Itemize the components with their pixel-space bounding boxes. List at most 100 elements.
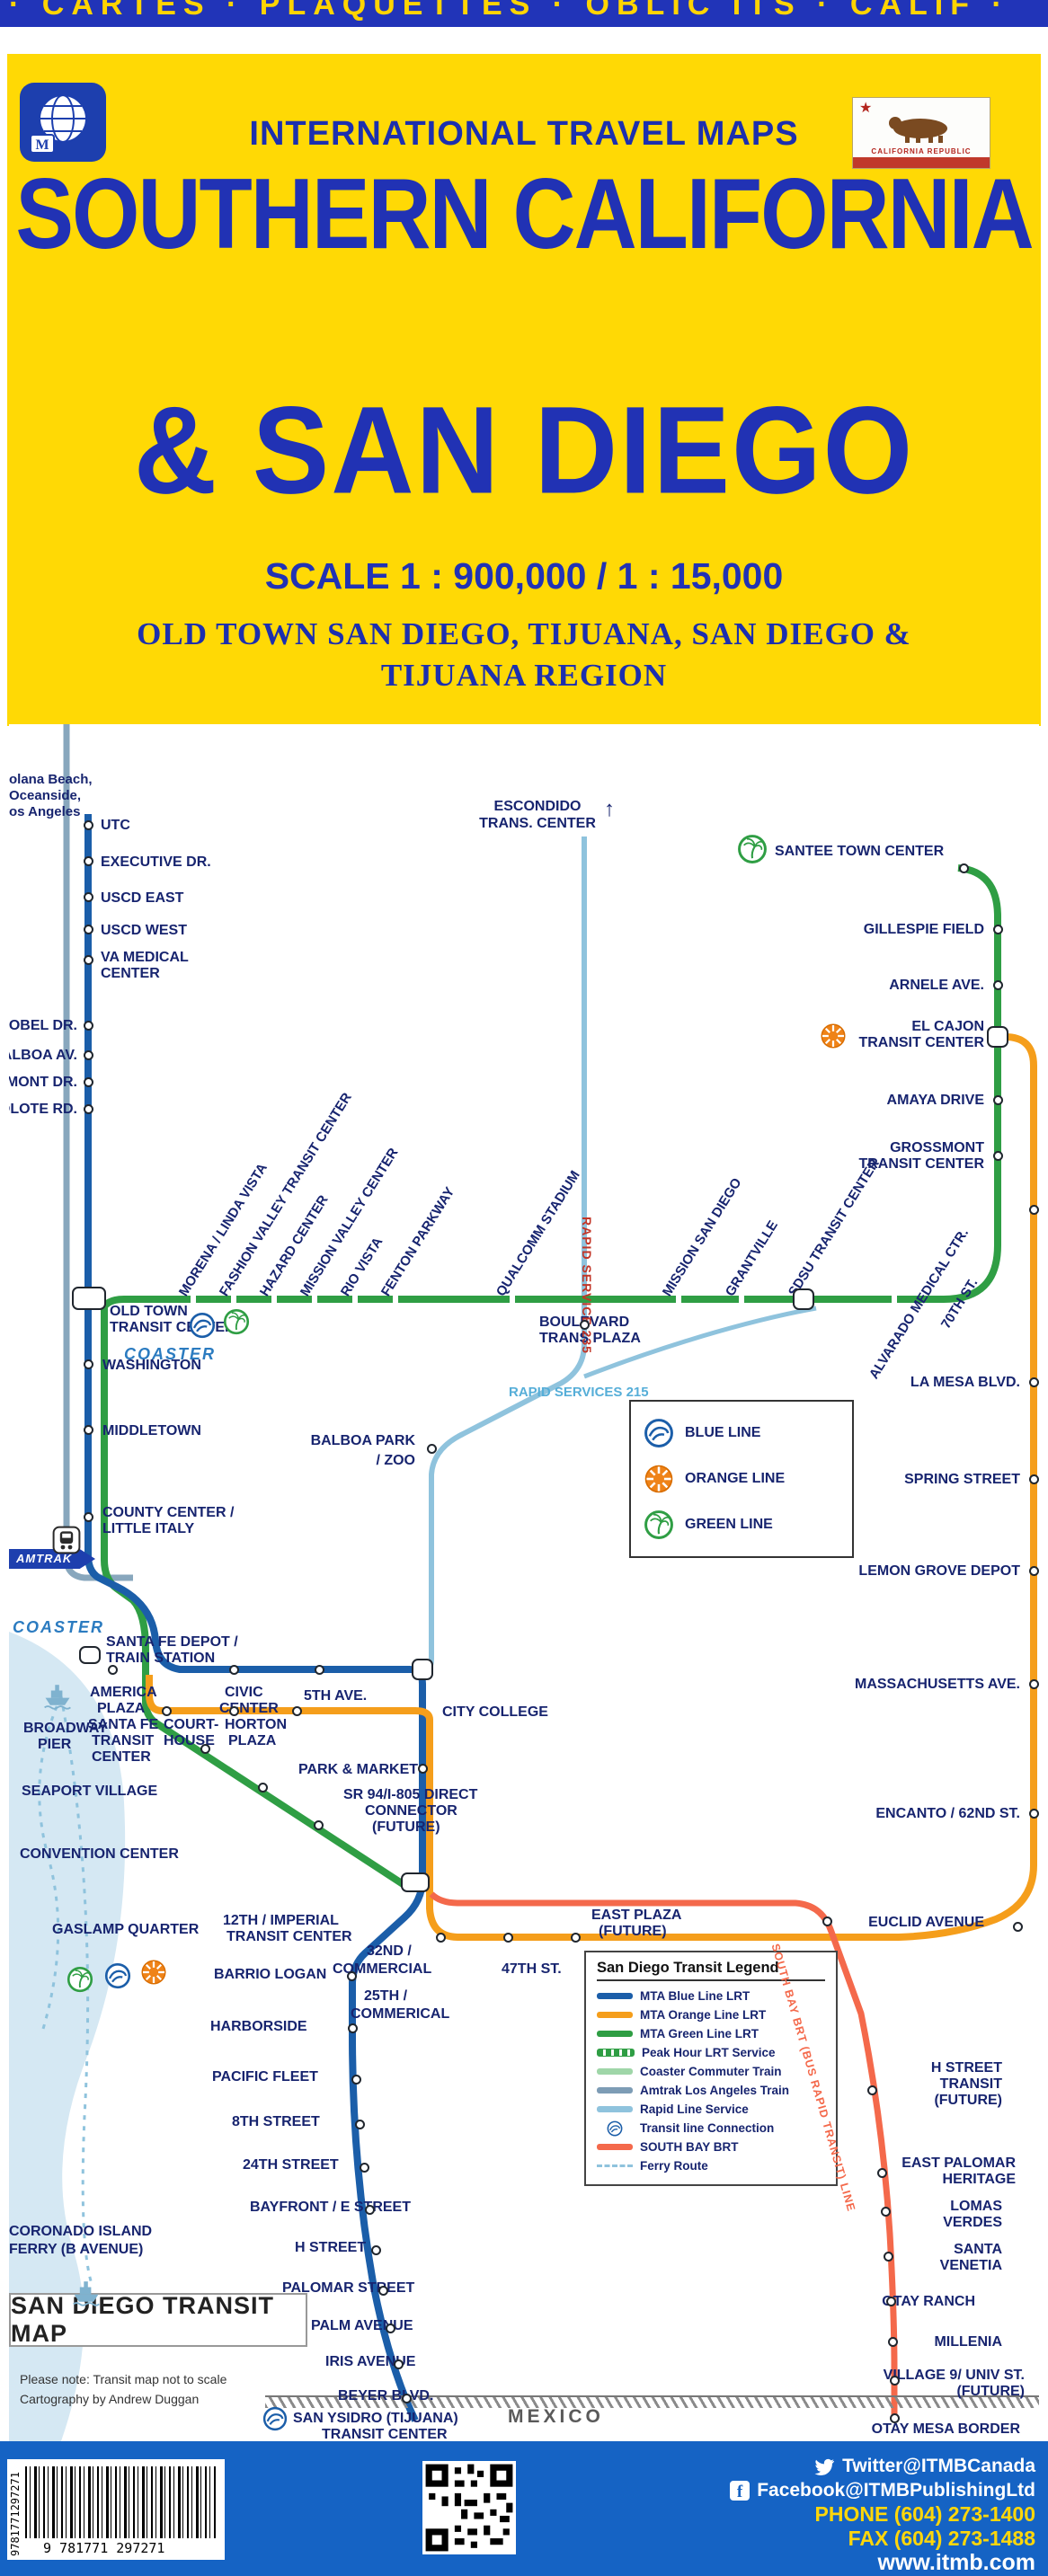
- map-label: (FUTURE): [956, 2384, 1025, 2399]
- station-dot: [1028, 1377, 1039, 1387]
- transfer-station-box: [412, 1659, 433, 1680]
- cover-title-line2: & SAN DIEGO: [133, 381, 915, 520]
- legend-row: Ferry Route: [597, 2156, 825, 2175]
- station-dot: [822, 1916, 832, 1926]
- blue-line-path: [84, 814, 426, 2422]
- map-label: Oceanside,: [9, 788, 82, 803]
- transit-legend: San Diego Transit Legend MTA Blue Line L…: [584, 1951, 838, 2186]
- map-label: COMMERICAL: [351, 2006, 450, 2022]
- map-label: LOMAS: [950, 2199, 1002, 2214]
- svg-text:f: f: [737, 2483, 743, 2501]
- isbn-barcode: 9781771297271 9 781771 297271: [7, 2459, 225, 2560]
- map-label: SPRING STREET: [904, 1472, 1020, 1487]
- transfer-station-box: [793, 1288, 814, 1310]
- ferry-route-path: [38, 1695, 93, 2285]
- sun-icon: [644, 1464, 674, 1494]
- map-label: TECOLOTE RD.: [9, 1102, 77, 1117]
- map-label: PLAZA: [228, 1733, 277, 1748]
- palm-icon: [223, 1308, 250, 1340]
- mexico-label: MEXICO: [508, 2406, 604, 2427]
- map-label: CORONADO ISLAND: [9, 2224, 153, 2239]
- station-tick: [231, 1290, 236, 1308]
- legend-row: Transit line Connection: [597, 2119, 825, 2138]
- map-label: ↑: [604, 797, 615, 821]
- map-label: WASHINGTON: [102, 1358, 201, 1373]
- palm-icon: [644, 1509, 674, 1540]
- map-label: MIDDLETOWN: [102, 1423, 201, 1438]
- station-tick: [393, 1290, 398, 1308]
- contact-block: Twitter@ITMBCanada f Facebook@ITMBPublis…: [730, 2454, 1035, 2575]
- legend-row: Amtrak Los Angeles Train: [597, 2081, 825, 2100]
- map-label: VERDES: [943, 2215, 1002, 2230]
- transfer-station-box: [987, 1026, 1008, 1048]
- station-dot: [200, 1743, 210, 1754]
- legend-row-green-line: GREEN LINE: [644, 1509, 839, 1540]
- map-label: CONVENTION CENTER: [20, 1846, 179, 1862]
- map-label: COUNTY CENTER /: [102, 1505, 235, 1520]
- itm-globe-logo: M: [20, 83, 106, 162]
- station-tick: [352, 1290, 358, 1308]
- map-label: / ZOO: [376, 1453, 415, 1468]
- scale-line: SCALE 1 : 900,000 / 1 : 15,000: [264, 555, 784, 597]
- station-dot: [314, 1664, 324, 1675]
- top-strip-clipped-text: · CARTES · PLAQUETTES · OBLIC ITS · CALI…: [9, 0, 1009, 22]
- map-label: ESCONDIDO: [493, 799, 582, 814]
- rapid-235-path: [422, 837, 587, 1676]
- barcode-vertical-digits: 9781771297271: [9, 2472, 22, 2556]
- legend-swatch-peak: [597, 2049, 635, 2057]
- bear-icon: [889, 117, 947, 143]
- map-label: LA MESA BLVD.: [910, 1375, 1020, 1390]
- map-label: CIVIC: [225, 1685, 263, 1700]
- map-label: CENTER: [92, 1749, 151, 1765]
- twitter-row: Twitter@ITMBCanada: [730, 2454, 1035, 2478]
- top-edge-strip: · CARTES · PLAQUETTES · OBLIC ITS · CALI…: [0, 0, 1048, 27]
- station-dot: [83, 1424, 93, 1435]
- station-dot: [426, 1443, 437, 1454]
- map-label: VENETIA: [939, 2258, 1002, 2273]
- station-dot: [347, 2023, 358, 2033]
- water-bay: [9, 1632, 126, 2441]
- map-label: CLAIREMONT DR.: [9, 1075, 77, 1090]
- map-label: MILLENIA: [934, 2334, 1002, 2350]
- legend-row: Coaster Commuter Train: [597, 2062, 825, 2081]
- legend-swatch-rapid: [597, 2106, 633, 2112]
- transfer-station-box: [79, 1646, 101, 1664]
- station-dot: [385, 2323, 395, 2333]
- international-border-hatch: [265, 2395, 1039, 2408]
- map-label: BAYFRONT / E STREET: [250, 2200, 411, 2215]
- map-label: CENTER: [219, 1701, 279, 1716]
- map-label: PIER: [38, 1737, 72, 1752]
- fax-number: FAX (604) 273-1488: [848, 2527, 1035, 2550]
- map-label: (FUTURE): [599, 1924, 667, 1939]
- map-label: GROSSMONT: [890, 1140, 984, 1155]
- station-dot: [885, 2296, 896, 2306]
- map-title-box: SAN DIEGO TRANSIT MAP: [9, 2292, 307, 2347]
- barcode-bars: [25, 2466, 216, 2538]
- station-dot: [889, 2412, 900, 2423]
- map-label: TRANSIT: [939, 2076, 1002, 2092]
- map-label: TRANS. CENTER: [479, 816, 596, 831]
- map-label: OTAY MESA BORDER: [871, 2421, 1020, 2437]
- map-label: TRANSIT: [92, 1733, 155, 1748]
- green-line-path: [101, 864, 1001, 1892]
- station-dot: [83, 954, 93, 965]
- map-label: 25TH /: [364, 1988, 408, 2004]
- twitter-handle: Twitter@ITMBCanada: [842, 2455, 1035, 2476]
- map-label: 8TH STREET: [232, 2114, 320, 2129]
- station-dot: [876, 2167, 887, 2178]
- station-dot: [83, 1049, 93, 1060]
- map-label: HERITAGE: [942, 2172, 1016, 2187]
- map-label: AMAYA DRIVE: [886, 1093, 984, 1108]
- subtitle-line2: TIJUANA REGION: [380, 658, 668, 693]
- california-flag: ★ CALIFORNIA REPUBLIC: [852, 97, 990, 169]
- station-dot: [351, 2074, 361, 2085]
- map-label: (FUTURE): [372, 1819, 440, 1835]
- station-dot: [417, 1763, 428, 1774]
- station-dot: [570, 1932, 581, 1943]
- map-label: EXECUTIVE DR.: [101, 854, 211, 870]
- map-label: EAST PLAZA: [591, 1908, 682, 1923]
- station-dot: [228, 1664, 239, 1675]
- map-label: 32ND /: [367, 1943, 412, 1959]
- map-label: IRIS AVENUE: [325, 2354, 416, 2369]
- map-label: BROADWAY: [23, 1721, 108, 1736]
